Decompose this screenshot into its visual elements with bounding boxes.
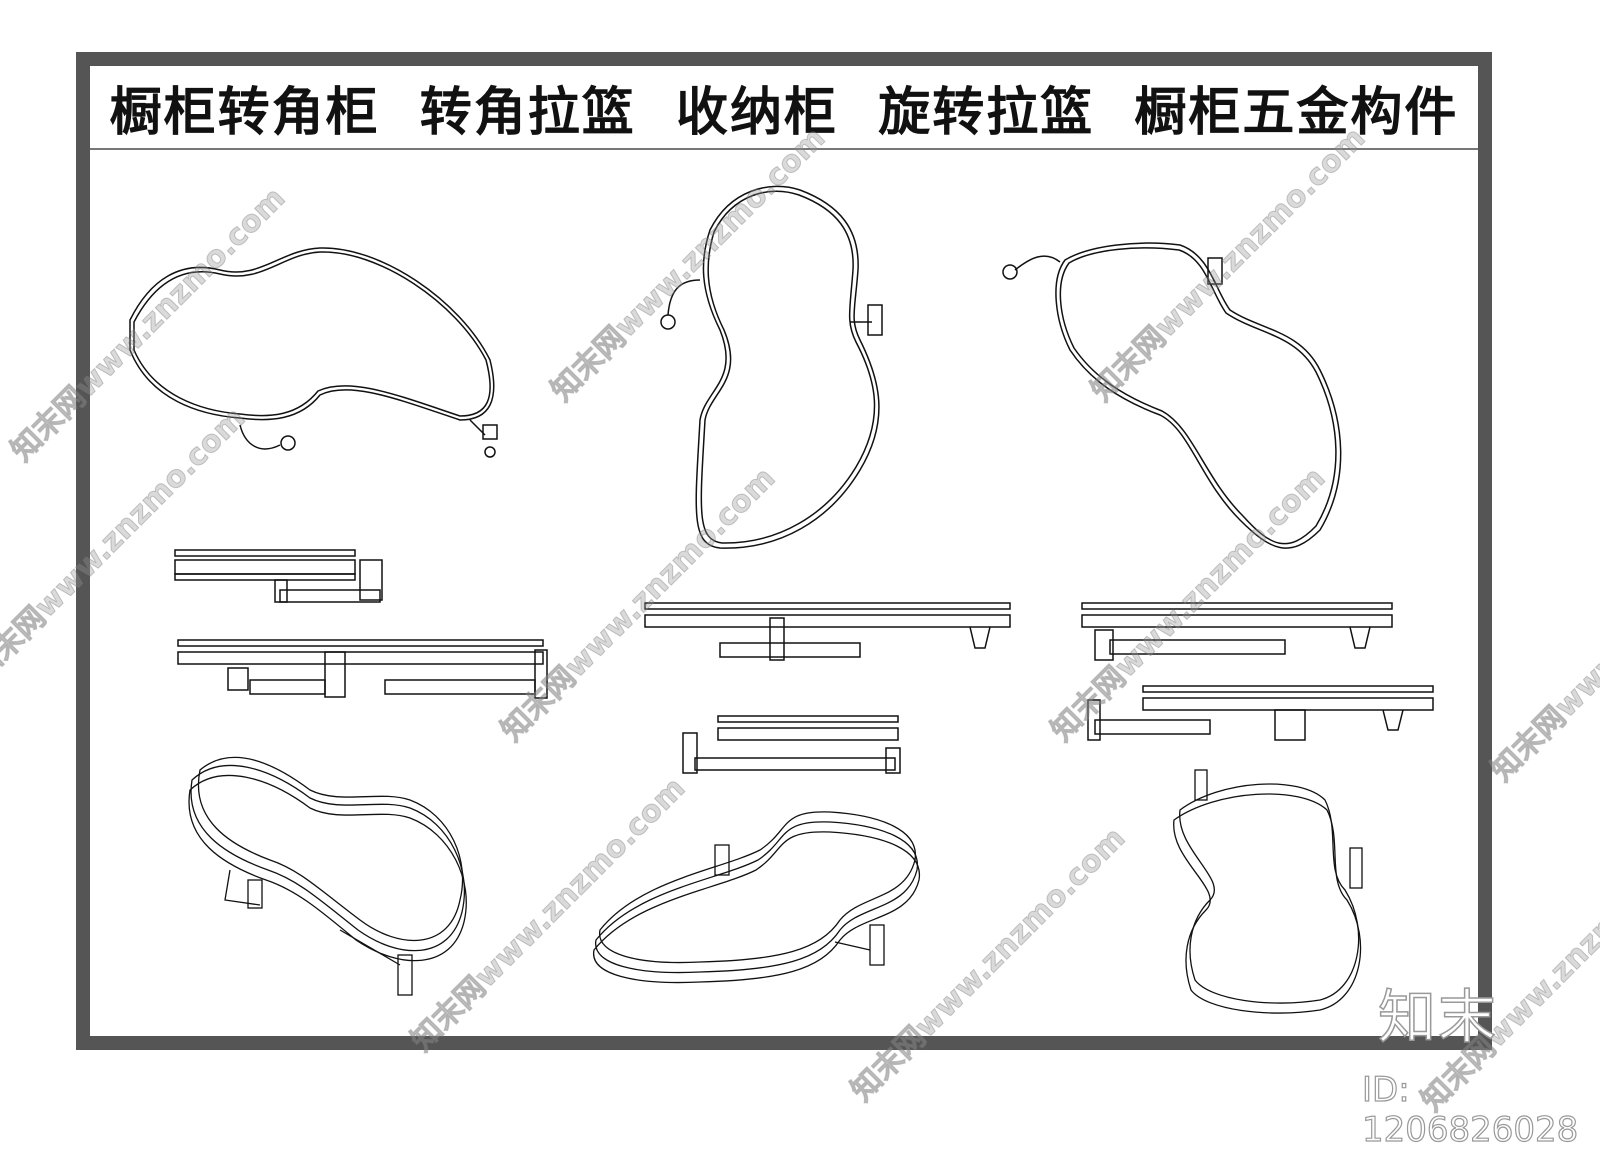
basket-plan-view-1 <box>129 247 498 458</box>
drawing-title: 橱柜转角柜 转角拉篮 收纳柜 旋转拉篮 橱柜五金构件 <box>109 82 1459 143</box>
id-label: ID: 1206826028 <box>1361 1069 1579 1150</box>
logo: 知末 <box>1377 982 1499 1052</box>
cad-drawing <box>129 185 1434 1014</box>
basket-side-view-1 <box>174 549 383 603</box>
basket-side-view-5 <box>1081 602 1393 661</box>
basket-side-view-6 <box>1087 685 1434 741</box>
title-bar: 橱柜转角柜 转角拉篮 收纳柜 旋转拉篮 橱柜五金构件 <box>90 66 1478 150</box>
drawing-sheet <box>90 66 1478 1036</box>
basket-iso-view-2 <box>593 811 920 984</box>
basket-plan-view-2 <box>660 185 883 549</box>
basket-iso-view-3 <box>1173 769 1363 1014</box>
basket-plan-view-3 <box>1002 242 1342 549</box>
basket-side-view-4 <box>682 715 901 774</box>
basket-side-view-2 <box>177 639 548 699</box>
basket-iso-view-1 <box>188 756 467 996</box>
basket-side-view-3 <box>644 602 1011 661</box>
